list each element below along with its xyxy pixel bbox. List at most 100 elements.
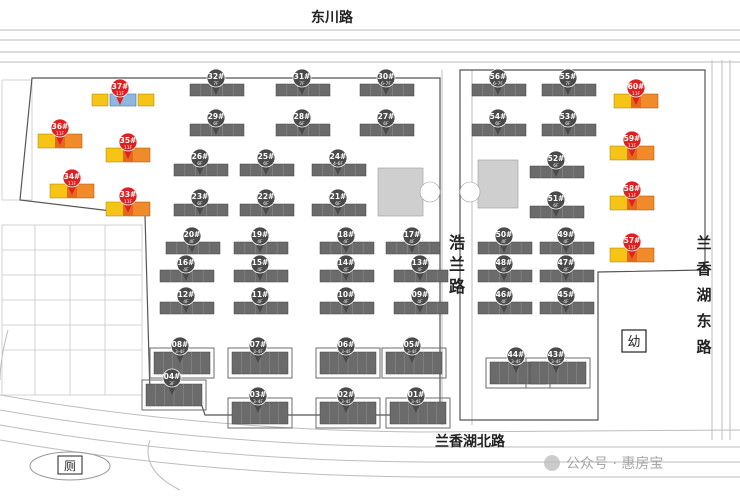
building-pin[interactable]: 48#4F	[494, 254, 514, 281]
road-edge	[0, 329, 9, 381]
building-pin[interactable]: 10#4F	[336, 286, 356, 313]
building-pin[interactable]: 34#11F	[62, 168, 82, 195]
building-pin[interactable]: 46#4F	[494, 286, 514, 313]
pin-head	[256, 148, 276, 168]
building-pin[interactable]: 47#4F	[556, 254, 576, 281]
building-floors: 4F	[563, 299, 569, 305]
building-floors: 3-4F	[175, 349, 185, 355]
building-floors: 4F	[501, 299, 507, 305]
building-pin[interactable]: 15#4F	[250, 254, 270, 281]
building-pin[interactable]: 44#3-4F	[506, 346, 526, 373]
building-pin[interactable]: 09#4F	[410, 286, 430, 313]
road-label-south: 兰香湖北路	[435, 433, 506, 450]
pin-head	[406, 386, 426, 406]
building-pin[interactable]: 28#6F	[292, 108, 312, 135]
building-floors: 6F	[565, 121, 571, 127]
building-pin[interactable]: 17#4F	[402, 226, 422, 253]
building-pin[interactable]: 51#6F	[546, 190, 566, 217]
building-pin[interactable]: 22#6F	[256, 188, 276, 215]
building-number: 45#	[558, 290, 575, 299]
building-pin[interactable]: 20#4F	[182, 226, 202, 253]
building-pin[interactable]: 07#3-4F	[248, 336, 268, 363]
building-number: 50#	[496, 230, 513, 239]
building-pin[interactable]: 30#6-7F	[376, 68, 396, 95]
pin-head	[250, 254, 270, 274]
building-pin[interactable]: 14#4F	[336, 254, 356, 281]
building-floors: 4F	[189, 239, 195, 245]
building-pin[interactable]: 55#7F	[558, 68, 578, 95]
building-floors: 11F	[628, 143, 637, 149]
building-pin[interactable]: 24#4-6F	[328, 148, 348, 175]
building-pin[interactable]: 21#6F	[328, 188, 348, 215]
building-number: 56#	[490, 72, 507, 81]
building-number: 30#	[378, 72, 395, 81]
road-label-north: 东川路	[311, 9, 354, 26]
building-pin[interactable]: 31#7F	[292, 68, 312, 95]
building-pin[interactable]: 56#6-7F	[488, 68, 508, 95]
building-pin[interactable]: 58#11F	[622, 180, 642, 207]
building-pin[interactable]: 50#4F	[494, 226, 514, 253]
building-pin[interactable]: 13#4F	[410, 254, 430, 281]
building-pin[interactable]: 23#6F	[190, 188, 210, 215]
pin-head	[556, 254, 576, 274]
building-pin[interactable]: 59#11F	[622, 130, 642, 157]
road-label-char: 兰	[696, 234, 711, 252]
building-pin[interactable]: 01#3-4F	[406, 386, 426, 413]
building-pin[interactable]: 06#3-4F	[336, 336, 356, 363]
building-pin[interactable]: 03#3-4F	[248, 386, 268, 413]
building-pin[interactable]: 05#3-4F	[402, 336, 422, 363]
building-pin[interactable]: 54#6F	[488, 108, 508, 135]
building-pin[interactable]: 27#6F	[376, 108, 396, 135]
building-number: 48#	[496, 258, 513, 267]
building-pin[interactable]: 08#3-4F	[170, 336, 190, 363]
building-number: 17#	[404, 230, 421, 239]
building-pin[interactable]: 37#11F	[110, 78, 130, 105]
building-number: 29#	[208, 112, 225, 121]
building-pin[interactable]: 45#4F	[556, 286, 576, 313]
pin-head	[336, 226, 356, 246]
pin-head	[556, 286, 576, 306]
roundabout	[419, 181, 441, 203]
road-label-char: 东	[696, 312, 711, 330]
pin-head	[494, 226, 514, 246]
pin-head	[410, 254, 430, 274]
building-pin[interactable]: 43#3-4F	[546, 346, 566, 373]
pin-head	[622, 130, 642, 150]
building-pin[interactable]: 16#4F	[176, 254, 196, 281]
building-pin[interactable]: 18#4F	[336, 226, 356, 253]
road-edge	[0, 409, 740, 448]
west-block	[1, 224, 143, 396]
building-number: 46#	[496, 290, 513, 299]
building-pin[interactable]: 32#7F	[206, 68, 226, 95]
building-pin[interactable]: 02#3-4F	[336, 386, 356, 413]
building-floors: 6F	[553, 163, 559, 169]
building-pin[interactable]: 57#11F	[622, 232, 642, 259]
building-pin[interactable]: 11#4F	[250, 286, 270, 313]
pin-head	[292, 108, 312, 128]
building-floors: 6F	[383, 121, 389, 127]
building-number: 04#	[164, 372, 181, 381]
building-pin[interactable]: 26#6F	[190, 148, 210, 175]
building-number: 52#	[548, 154, 565, 163]
pin-head	[206, 108, 226, 128]
building-pin[interactable]: 53#6F	[558, 108, 578, 135]
building-pin[interactable]: 60#11F	[626, 78, 646, 105]
building-pin[interactable]: 19#4F	[250, 226, 270, 253]
building-floors: 6-7F	[381, 81, 391, 87]
kindergarten-box	[621, 329, 647, 353]
building-pin[interactable]: 49#4F	[556, 226, 576, 253]
building-pin[interactable]: 35#11F	[118, 132, 138, 159]
building-pin[interactable]: 33#11F	[118, 186, 138, 213]
building-pin[interactable]: 12#4F	[176, 286, 196, 313]
building-number: 05#	[404, 340, 421, 349]
road-label-char: 浩	[449, 233, 465, 252]
building-pin[interactable]: 29#6F	[206, 108, 226, 135]
building-pin[interactable]: 25#6F	[256, 148, 276, 175]
west-blocks	[1, 79, 143, 396]
building-pin[interactable]: 36#11F	[50, 118, 70, 145]
building-pin[interactable]: 04#3F	[162, 368, 182, 395]
building-pin[interactable]: 52#6F	[546, 150, 566, 177]
road-label-char: 湖	[696, 286, 711, 304]
